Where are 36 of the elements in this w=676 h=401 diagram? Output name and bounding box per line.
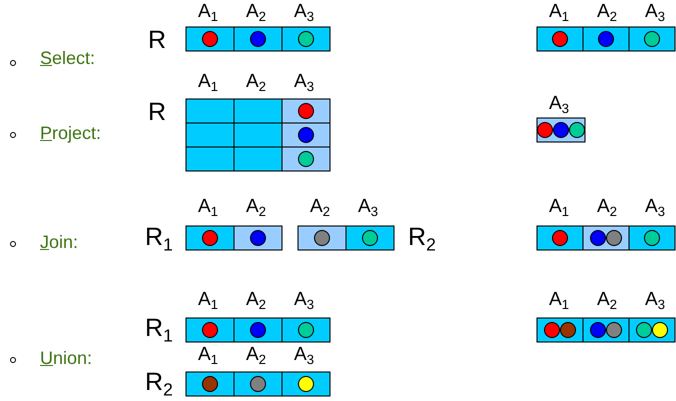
column-header: A$_{3}$ <box>358 197 378 218</box>
column-header: A$_{1}$ <box>198 2 218 23</box>
column-header: A$_{2}$ <box>310 197 330 218</box>
column-header: A$_{1}$ <box>198 290 218 311</box>
column-header: A$_{2}$ <box>246 345 266 366</box>
column-header: A$_{3}$ <box>294 72 314 93</box>
operation-name: Join: <box>40 233 78 253</box>
column-header: A$_{1}$ <box>548 290 570 311</box>
column-header: A$_{2}$ <box>596 290 618 311</box>
column-header: A$_{1}$ <box>548 197 570 218</box>
column-header: A$_{2}$ <box>246 72 266 93</box>
operation-name: Union: <box>40 349 92 369</box>
relation-name: R$_{1}$ <box>145 224 173 252</box>
column-header: A$_{3}$ <box>548 94 570 115</box>
operation-name: Project: <box>40 124 102 144</box>
relation-name: R$_{2}$ <box>408 224 436 252</box>
column-header: A$_{1}$ <box>198 345 218 366</box>
column-header: A$_{1}$ <box>198 72 218 93</box>
column-header: A$_{3}$ <box>644 290 666 311</box>
column-header: A$_{3}$ <box>294 290 314 311</box>
column-header: A$_{3}$ <box>644 197 666 218</box>
column-header: A$_{2}$ <box>246 197 266 218</box>
column-header: A$_{2}$ <box>596 197 618 218</box>
relation-name: R$_{2}$ <box>145 369 173 396</box>
relation-name: R <box>148 27 166 54</box>
relation-name: R$_{1}$ <box>145 315 173 342</box>
column-header: A$_{3}$ <box>644 2 666 23</box>
column-header: A$_{3}$ <box>294 2 314 23</box>
column-header: A$_{2}$ <box>596 2 618 23</box>
column-header: A$_{1}$ <box>548 2 570 23</box>
column-header: A$_{2}$ <box>246 290 266 311</box>
relation-name: R <box>148 99 166 126</box>
column-header: A$_{2}$ <box>246 2 266 23</box>
operation-name: Select: <box>40 49 96 69</box>
column-header: A$_{1}$ <box>198 197 218 218</box>
column-header: A$_{3}$ <box>294 345 314 366</box>
